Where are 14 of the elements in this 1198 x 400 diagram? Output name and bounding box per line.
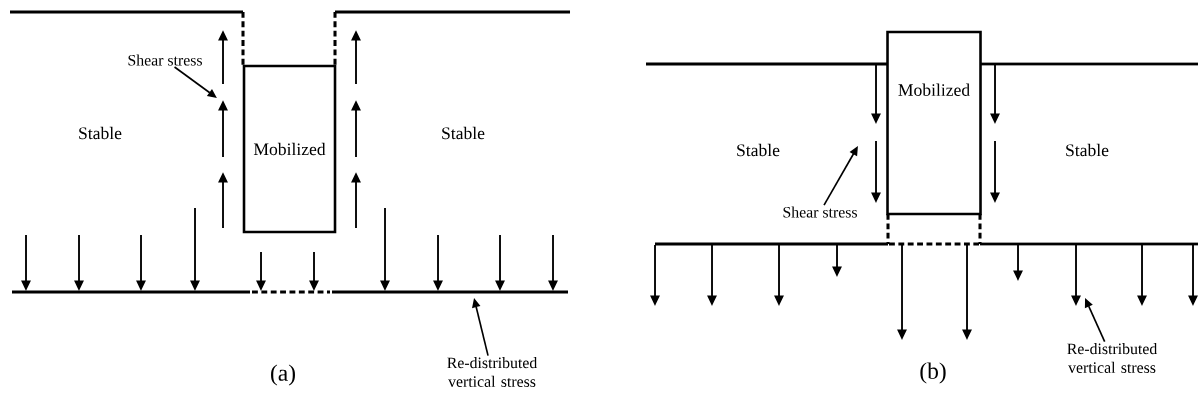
annotation-text: Re-distributed vertical stress [1067, 343, 1158, 373]
leader-arrow [823, 146, 858, 206]
region-label: Stable [737, 143, 780, 157]
mobilized-block: Mobilized [886, 30, 982, 216]
annotation-text: Re-distributed vertical stress [447, 357, 538, 387]
mobilized-block: Mobilized [242, 64, 337, 234]
panel-label: (a) [271, 364, 295, 386]
annotation-text: Shear stress [128, 54, 202, 66]
region-label: Stable [1066, 143, 1109, 157]
leader-arrow [173, 66, 217, 98]
region-label: Stable [79, 126, 122, 140]
region-label: Stable [442, 126, 485, 140]
panel-label: (b) [920, 362, 946, 384]
annotation-text: Shear stress [783, 206, 857, 218]
